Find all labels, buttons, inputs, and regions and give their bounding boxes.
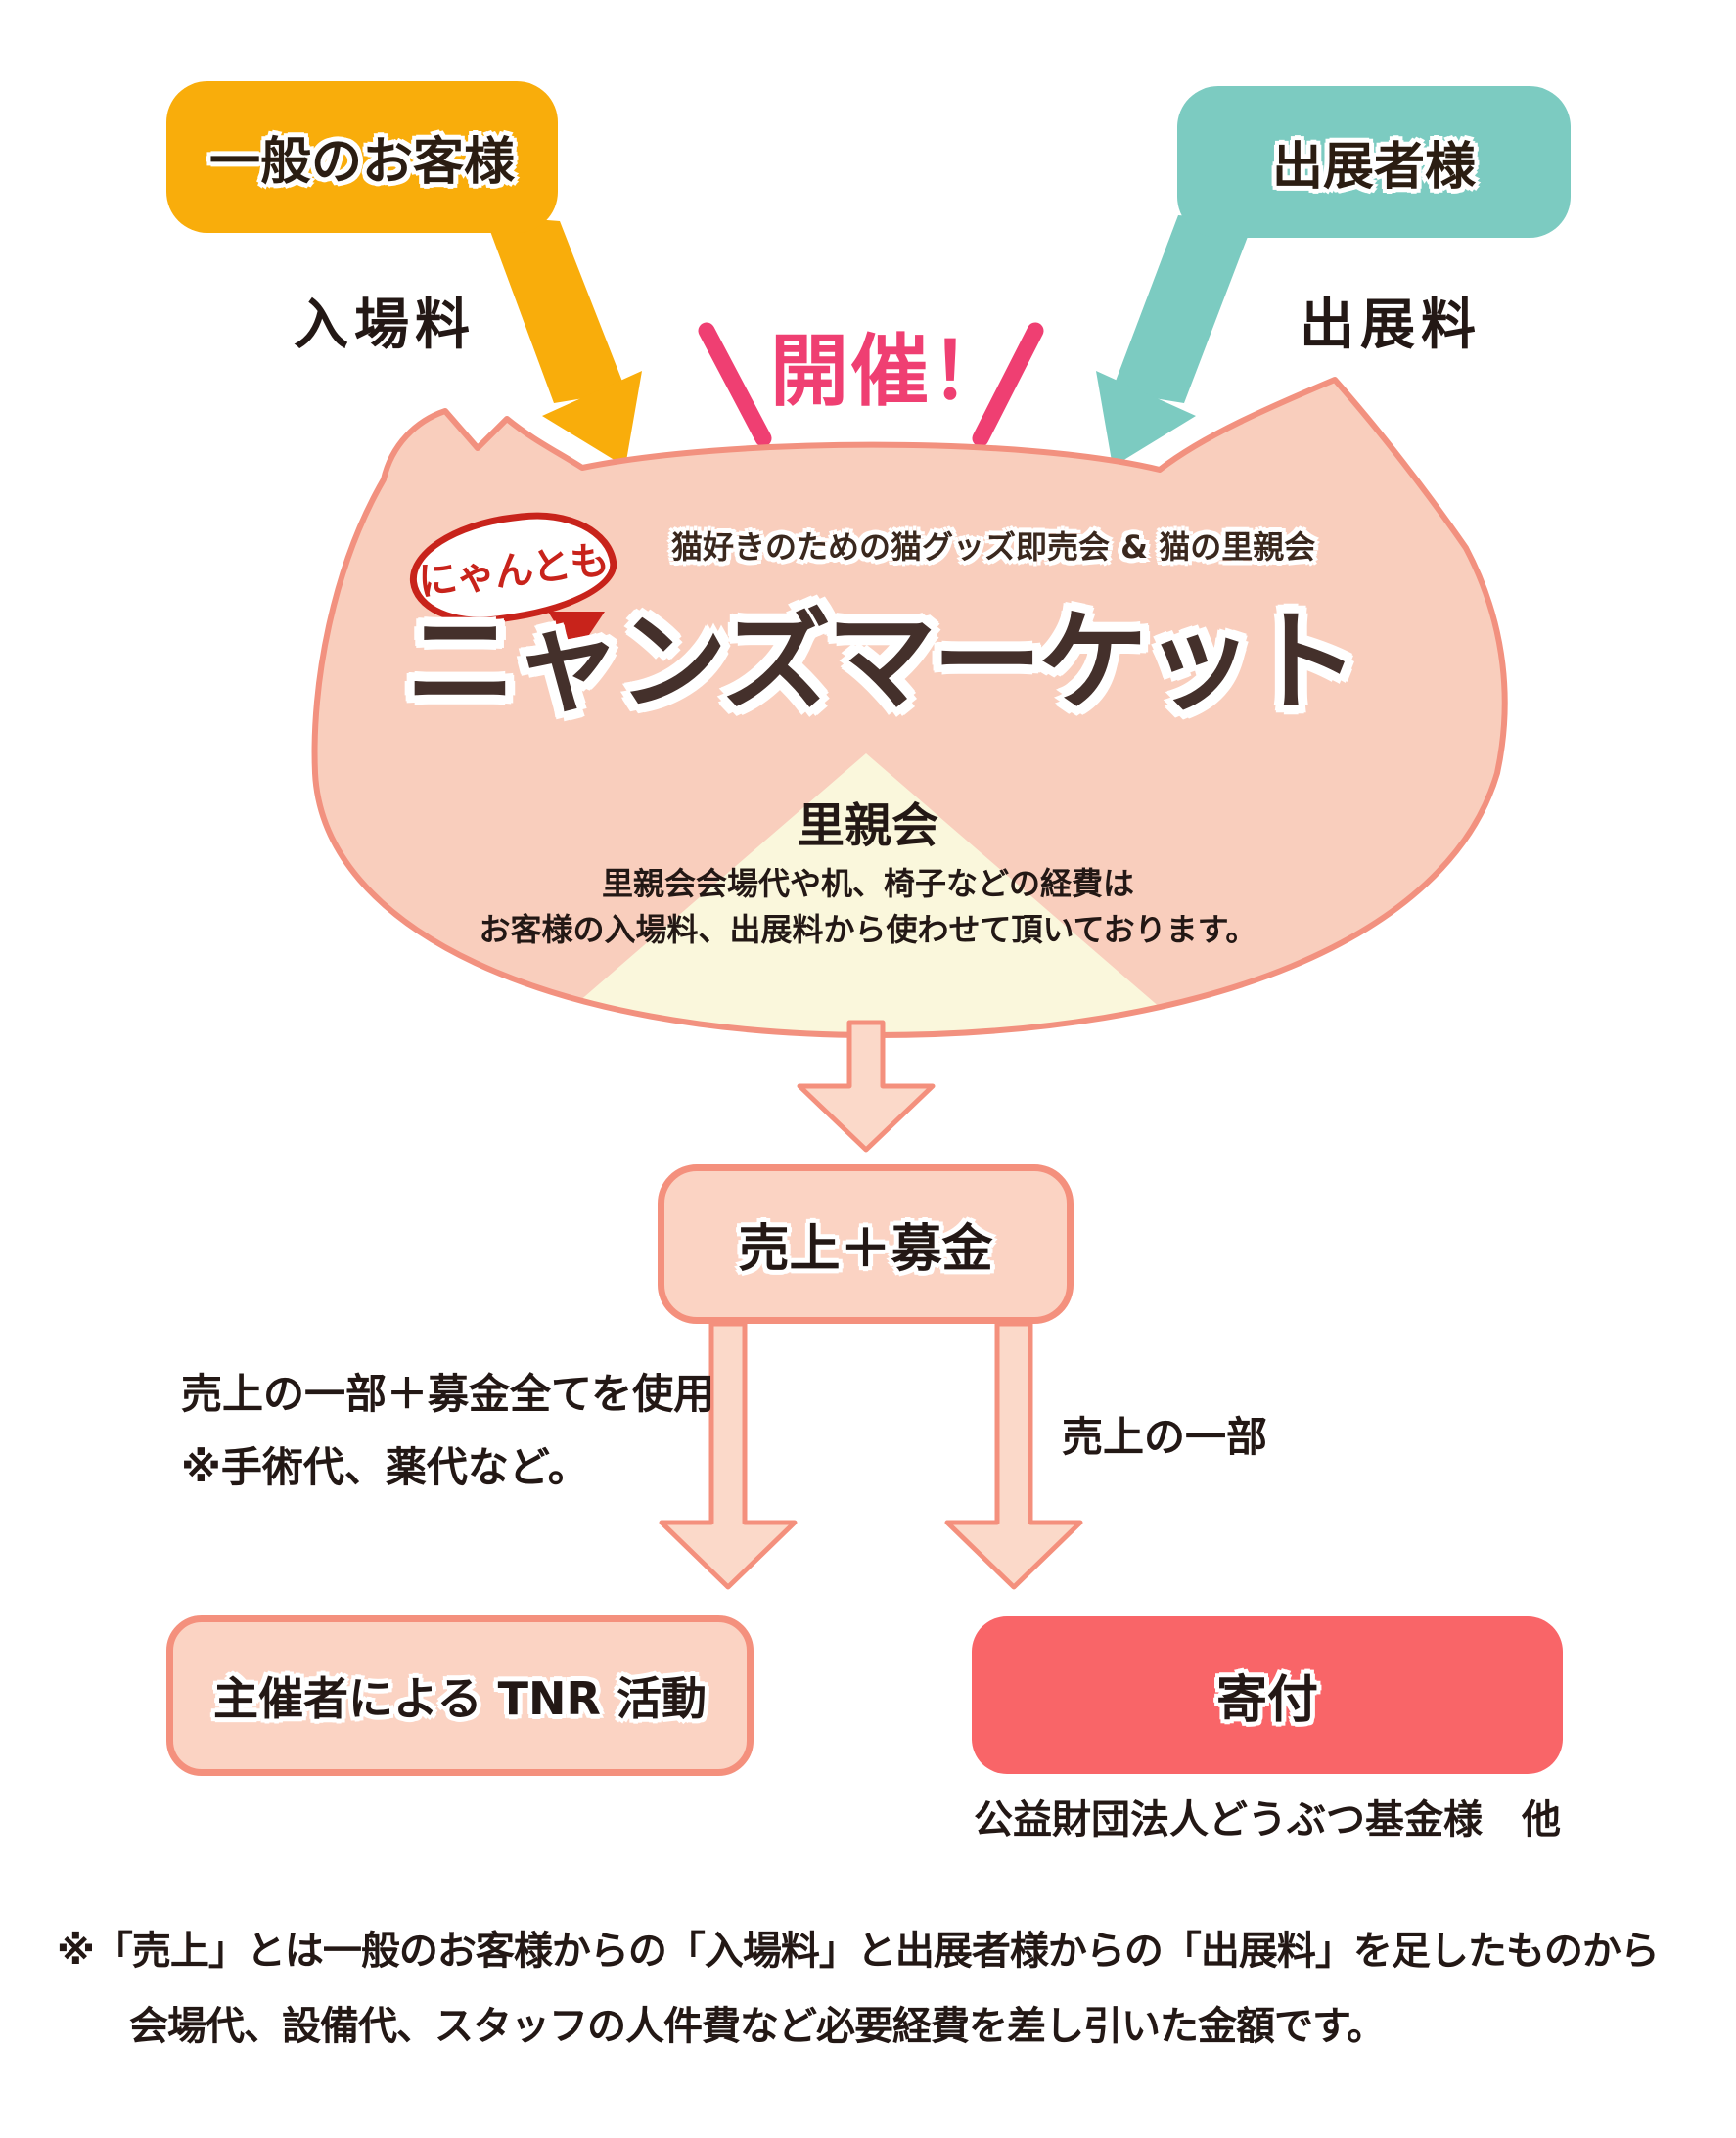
sales-box-label: 売上＋募金 bbox=[738, 1220, 993, 1279]
badge-tail-icon bbox=[548, 612, 605, 656]
donation-caption: 公益財団法人どうぶつ基金様 他 bbox=[974, 1797, 1561, 1842]
admission-fee-label: 入場料 bbox=[294, 294, 476, 357]
exhibition-arrow-icon bbox=[1096, 215, 1254, 467]
exhibition-fee-label: 出展料 bbox=[1300, 294, 1482, 357]
footnote-line2: 会場代、設備代、スタッフの人件費など必要経費を差し引いた金額です。 bbox=[129, 2004, 1386, 2049]
nyantomo-badge-label: にゃんとも bbox=[415, 537, 612, 606]
exhibitor-bubble: 出展者様 bbox=[1177, 86, 1571, 238]
adoption-desc-line1: 里親会会場代や机、椅子などの経費は bbox=[601, 865, 1134, 902]
event-tagline: 猫好きのための猫グッズ即売会 & 猫の里親会 bbox=[671, 528, 1316, 566]
event-logo: ニャンズマーケット bbox=[406, 599, 1359, 726]
footnote-line1: ※「売上」とは一般のお客様からの「入場料」と出展者様からの「出展料」を足したもの… bbox=[57, 1929, 1660, 1974]
donation-note: 売上の一部 bbox=[1062, 1413, 1268, 1461]
flow-arrow-sales-icon bbox=[797, 1020, 936, 1153]
sales-box: 売上＋募金 bbox=[658, 1164, 1074, 1324]
tnr-note-line2: ※手術代、薬代など。 bbox=[181, 1443, 589, 1491]
customer-bubble: 一般のお客様 bbox=[166, 81, 558, 233]
exhibitor-bubble-label: 出展者様 bbox=[1271, 138, 1476, 197]
flow-arrow-tnr-icon bbox=[659, 1321, 798, 1590]
cat-head-shape bbox=[314, 380, 1505, 1035]
kaisai-slash-right-icon bbox=[972, 322, 1044, 447]
kaisai-slash-left-icon bbox=[698, 322, 772, 447]
tnr-box-label: 主催者による TNR 活動 bbox=[213, 1672, 707, 1725]
tnr-note-line1: 売上の一部＋募金全てを使用 bbox=[181, 1370, 715, 1418]
cat-head-outline bbox=[311, 377, 1508, 1038]
kaisai-label: 開催！ bbox=[770, 326, 1011, 417]
tnr-box: 主催者による TNR 活動 bbox=[166, 1615, 754, 1776]
admission-arrow-icon bbox=[484, 215, 642, 467]
flow-arrow-donation-icon bbox=[944, 1321, 1083, 1590]
customer-bubble-label: 一般のお客様 bbox=[208, 133, 515, 192]
adoption-wedge bbox=[470, 753, 1262, 1035]
adoption-desc-line2: お客様の入場料、出展料から使わせて頂いております。 bbox=[479, 911, 1257, 948]
donation-box: 寄付 bbox=[972, 1616, 1563, 1774]
adoption-title: 里親会 bbox=[797, 798, 938, 853]
donation-box-label: 寄付 bbox=[1215, 1671, 1318, 1730]
